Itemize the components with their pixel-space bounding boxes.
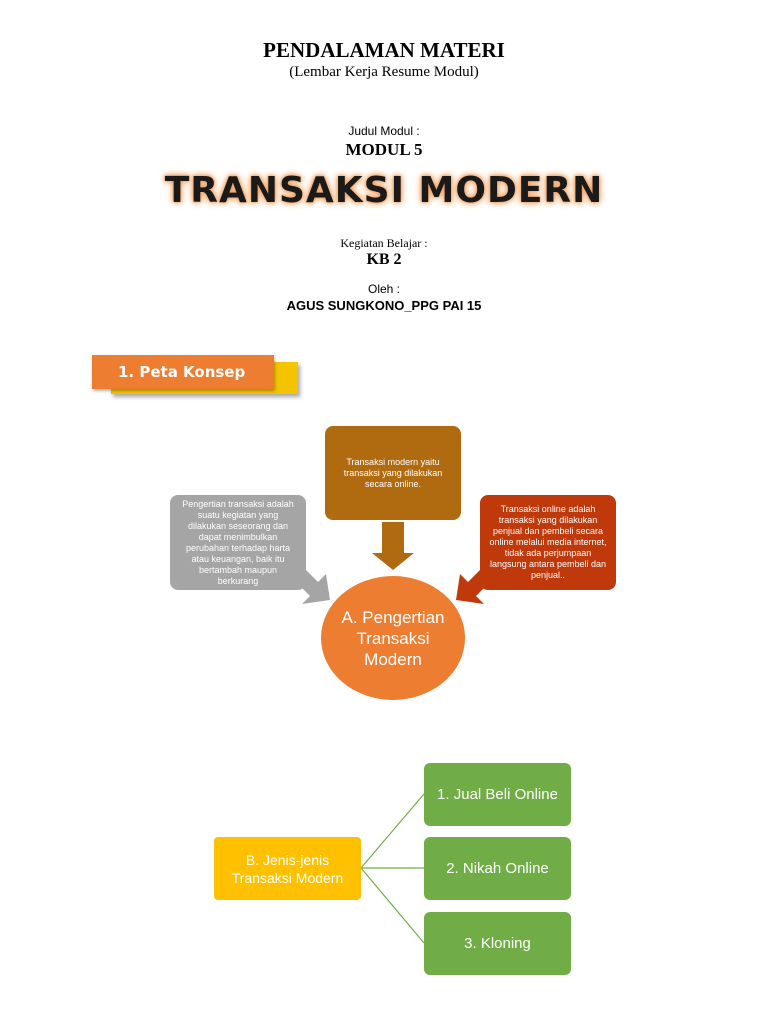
definition-box-right: Transaksi online adalah transaksi yang d… bbox=[480, 495, 616, 590]
module-number: MODUL 5 bbox=[345, 140, 423, 159]
document-subtitle: (Lembar Kerja Resume Modul) bbox=[289, 64, 479, 80]
branch-line-1 bbox=[360, 793, 425, 869]
type-item-text: 2. Nikah Online bbox=[446, 860, 549, 877]
types-root-box: B. Jenis-jenis Transaksi Modern bbox=[214, 837, 361, 900]
concept-center-text: A. Pengertian Transaksi Modern bbox=[341, 607, 445, 669]
type-item-box: 1. Jual Beli Online bbox=[424, 763, 571, 826]
branch-line-3 bbox=[360, 867, 425, 944]
arrow-down-icon bbox=[372, 522, 414, 570]
definition-text-right: Transaksi online adalah transaksi yang d… bbox=[489, 504, 607, 580]
types-root-text: B. Jenis-jenis Transaksi Modern bbox=[231, 851, 344, 886]
arrow-right-down-icon bbox=[298, 570, 330, 604]
definition-box-top: Transaksi modern yaitu transaksi yang di… bbox=[325, 426, 461, 520]
activity-label: Kegiatan Belajar : bbox=[340, 236, 428, 250]
module-label: Judul Modul : bbox=[348, 124, 420, 138]
concept-center-circle: A. Pengertian Transaksi Modern bbox=[321, 576, 465, 700]
definition-text-left: Pengertian transaksi adalah suatu kegiat… bbox=[182, 498, 294, 586]
activity-value: KB 2 bbox=[366, 251, 402, 268]
type-item-text: 3. Kloning bbox=[464, 935, 531, 952]
type-item-box: 2. Nikah Online bbox=[424, 837, 571, 900]
section-label-text: 1. Peta Konsep bbox=[118, 363, 246, 381]
type-item-box: 3. Kloning bbox=[424, 912, 571, 975]
author-label: Oleh : bbox=[367, 282, 400, 296]
section-label-peta-konsep: 1. Peta Konsep bbox=[92, 355, 274, 389]
module-title: TRANSAKSI MODERN bbox=[164, 170, 604, 211]
author-name: AGUS SUNGKONO_PPG PAI 15 bbox=[286, 298, 482, 313]
definition-text-top: Transaksi modern yaitu transaksi yang di… bbox=[343, 456, 443, 489]
document-title: PENDALAMAN MATERI bbox=[263, 38, 505, 62]
type-item-text: 1. Jual Beli Online bbox=[437, 786, 558, 803]
definition-box-left: Pengertian transaksi adalah suatu kegiat… bbox=[170, 495, 306, 590]
